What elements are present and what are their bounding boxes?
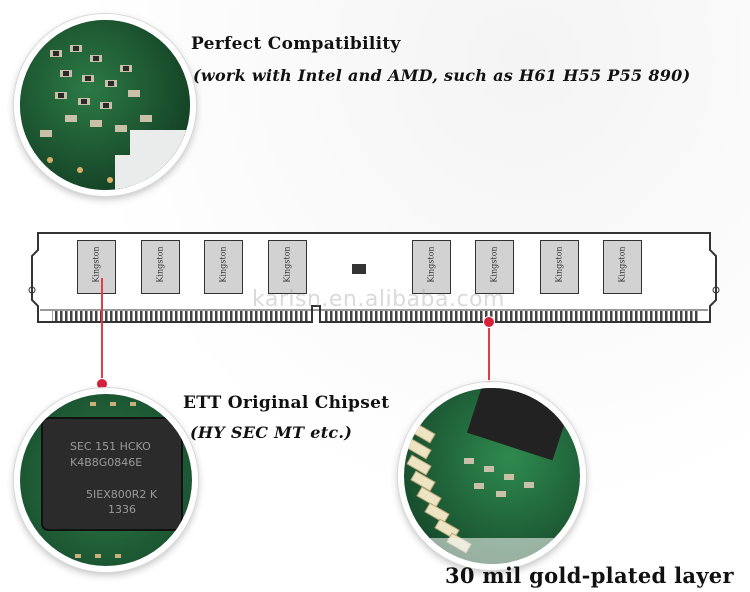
watermark: karlsn.en.alibaba.com [252, 287, 505, 312]
chip-1-label: Kingston [91, 246, 101, 283]
chipset-pointer-line [101, 278, 103, 382]
chip-5-label: Kingston [426, 246, 436, 283]
chip-7-label: Kingston [554, 246, 564, 283]
memory-chip-8 [603, 240, 642, 294]
gold-pointer-dot [483, 316, 495, 328]
memory-chip-5 [412, 240, 451, 294]
chip-marking-line1: SEC 151 HCKO [70, 440, 151, 453]
chip-marking-line4: 1336 [108, 503, 136, 516]
memory-chip-4 [268, 240, 307, 294]
chip-2-label: Kingston [155, 246, 165, 283]
memory-chip-2 [141, 240, 180, 294]
memory-chip-6 [475, 240, 514, 294]
chip-marking-line2: K4B8G0846E [70, 456, 143, 469]
memory-chip-1 [77, 240, 116, 294]
chipset-closeup-photo [14, 388, 198, 572]
chip-marking-line3: 5IEX800R2 K [86, 488, 158, 501]
chipset-title: ETT Original Chipset [183, 393, 390, 413]
memory-chip-3 [204, 240, 243, 294]
compatibility-subtitle: (work with Intel and AMD, such as H61 H5… [193, 66, 691, 85]
chip-6-label: Kingston [489, 246, 499, 283]
chip-8-label: Kingston [617, 246, 627, 283]
chip-4-label: Kingston [282, 246, 292, 283]
chipset-subtitle: (HY SEC MT etc.) [190, 423, 353, 442]
gold-layer-title: 30 mil gold-plated layer [445, 563, 734, 588]
memory-chip-7 [540, 240, 579, 294]
gold-pointer-line [488, 320, 490, 382]
gold-fingers-closeup-photo [398, 382, 586, 570]
pcb-closeup-photo [14, 14, 196, 196]
compatibility-title: Perfect Compatibility [191, 34, 401, 54]
chip-3-label: Kingston [218, 246, 228, 283]
